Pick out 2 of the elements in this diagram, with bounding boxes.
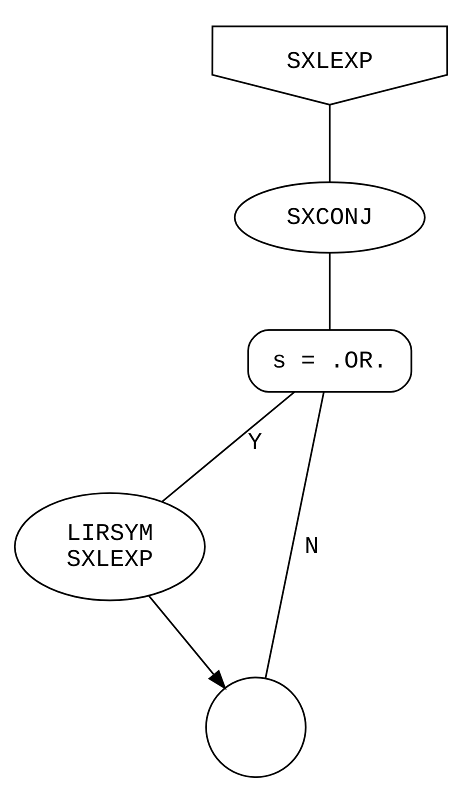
- edge-label: Y: [248, 430, 262, 457]
- edge-label: N: [304, 534, 319, 562]
